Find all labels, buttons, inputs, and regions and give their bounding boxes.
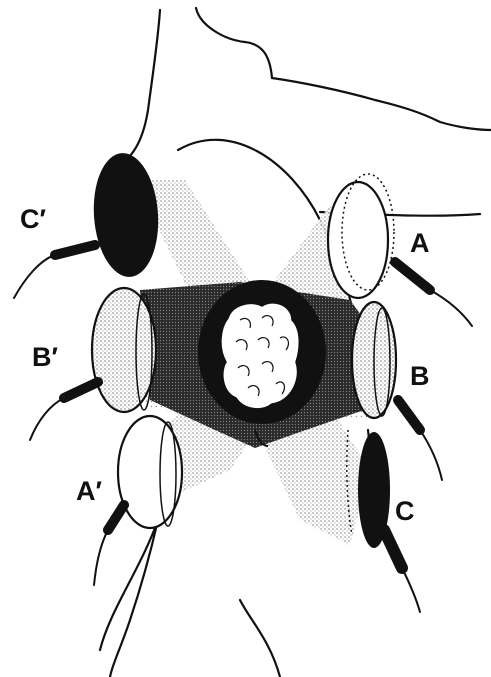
label-c: C xyxy=(395,496,415,526)
label-b-prime: B′ xyxy=(32,342,58,372)
label-c-prime: C′ xyxy=(20,204,46,234)
label-b: B xyxy=(410,361,430,391)
label-a-prime: A′ xyxy=(76,476,102,506)
label-a: A xyxy=(410,228,430,258)
electrode-a-prime xyxy=(94,416,182,585)
